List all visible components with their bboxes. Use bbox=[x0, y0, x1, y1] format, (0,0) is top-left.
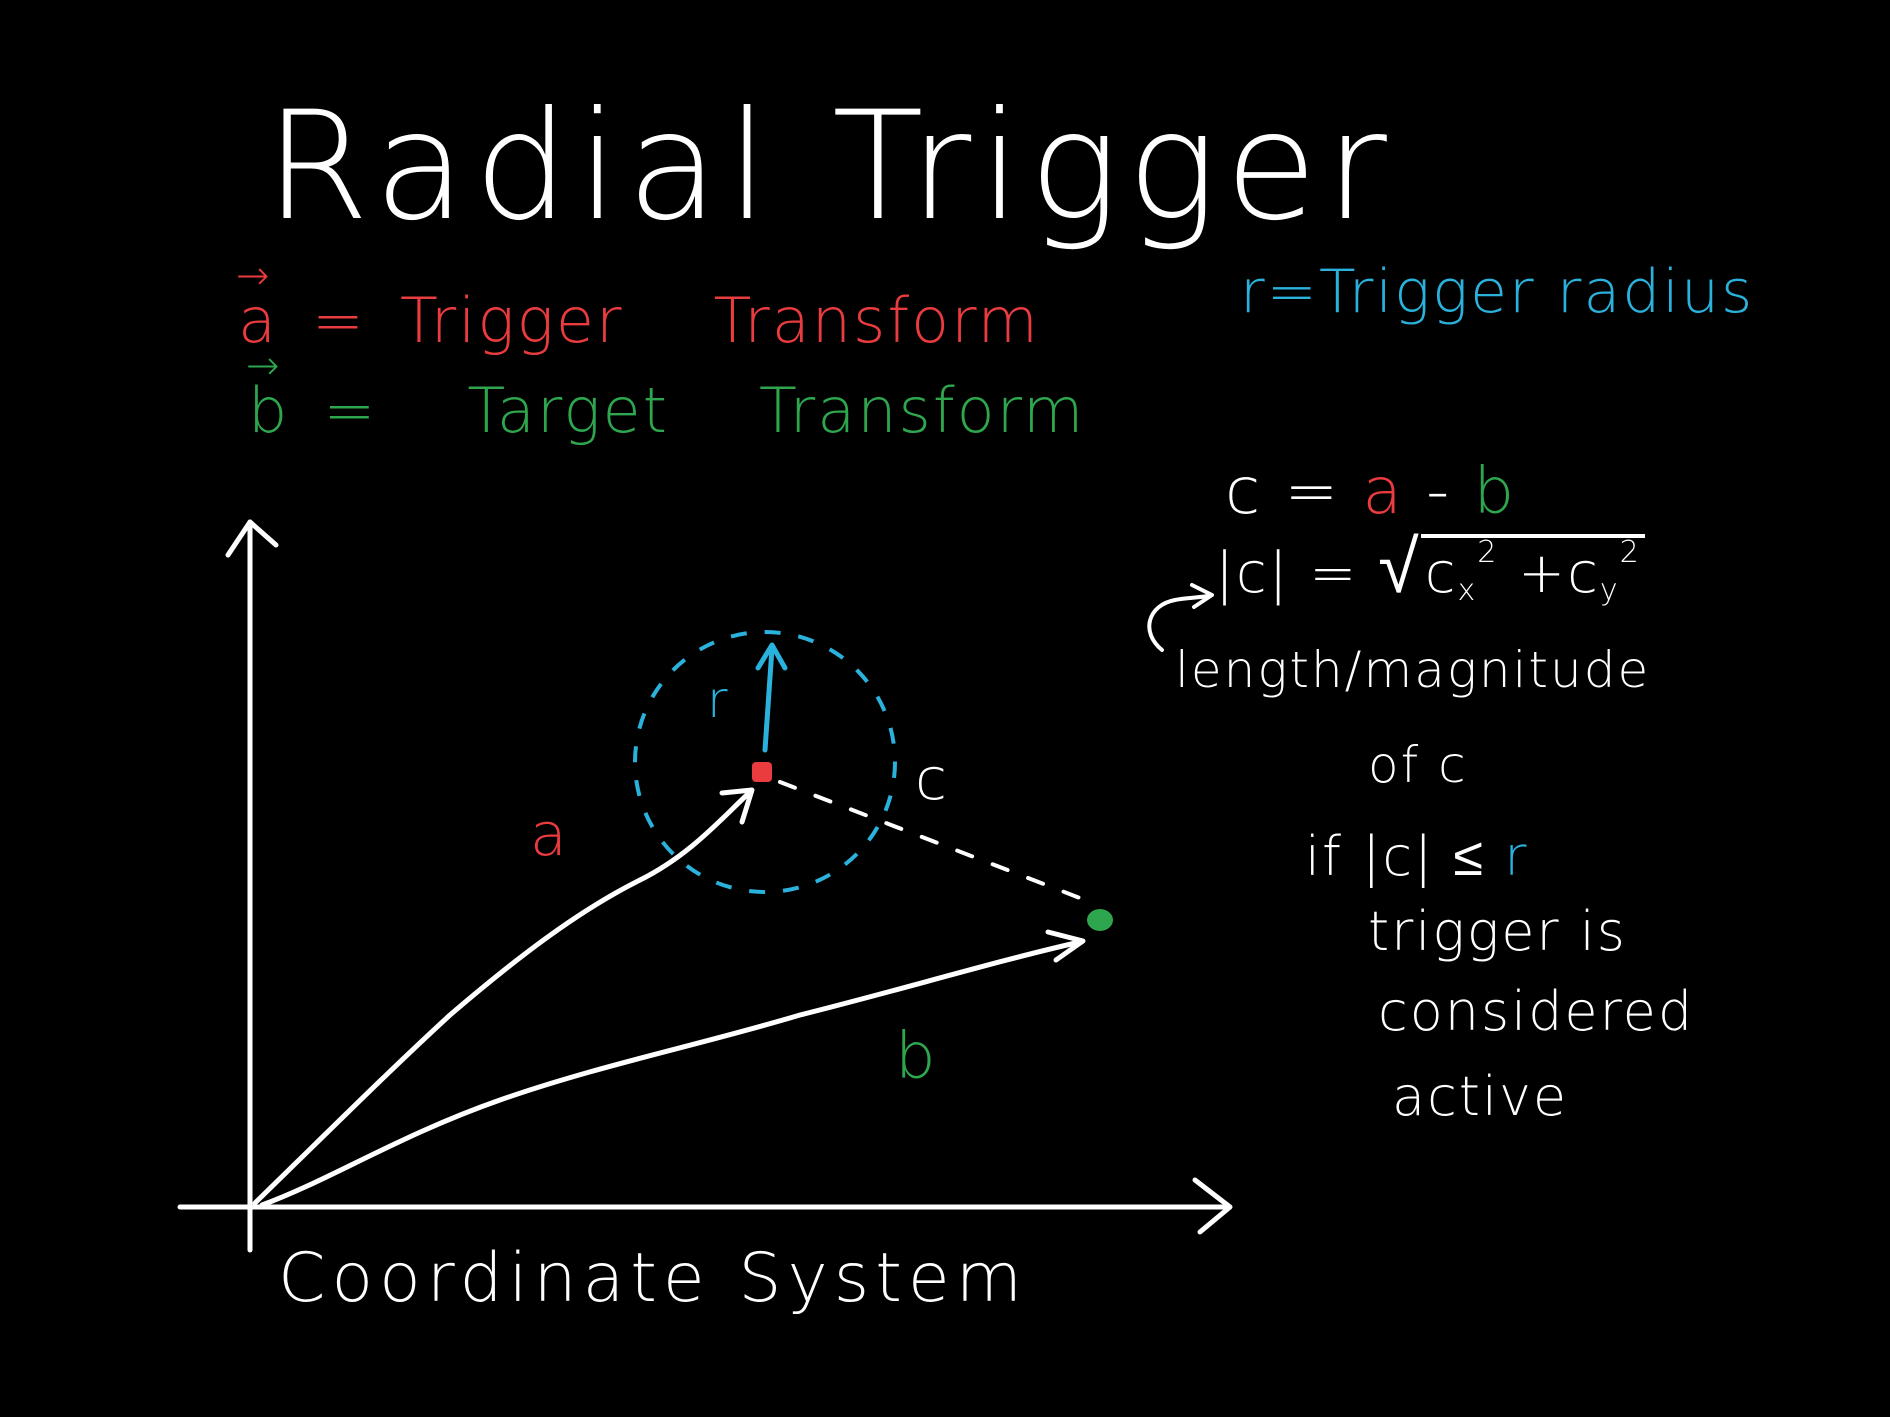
note-of-c: of c bbox=[1368, 736, 1468, 794]
vector-b-line bbox=[259, 939, 1083, 1208]
eq-c-minus: - bbox=[1426, 455, 1452, 529]
equation-c: c = a - b bbox=[1225, 460, 1516, 524]
eq-plus: + bbox=[1518, 541, 1568, 606]
trigger-point bbox=[752, 762, 772, 782]
pointer-arrowhead bbox=[1190, 583, 1214, 609]
eq-c-a: a bbox=[1362, 455, 1404, 529]
coordinate-axes bbox=[177, 519, 1233, 1253]
label-vector-b: b bbox=[895, 1020, 938, 1094]
page-title: Radial Trigger bbox=[265, 80, 1395, 254]
symbol-b-vector: b bbox=[246, 346, 289, 442]
vector-b-arrowhead bbox=[1045, 929, 1086, 963]
pointer-arrow bbox=[1147, 594, 1210, 652]
eq-exp1: 2 bbox=[1477, 535, 1499, 570]
note-trigger-is: trigger is bbox=[1368, 900, 1627, 963]
equation-magnitude: |c| = √cx2 +cy2 bbox=[1215, 530, 1645, 606]
eq-y-sub: y bbox=[1599, 573, 1620, 608]
a-equals: = bbox=[312, 284, 366, 357]
vector-c-dashed bbox=[778, 780, 1087, 902]
vector-a-arrowhead bbox=[719, 787, 755, 825]
target-point bbox=[1087, 909, 1113, 931]
definition-r: r=Trigger radius bbox=[1240, 262, 1754, 322]
eq-x-sub: x bbox=[1457, 573, 1478, 608]
eq-cx: c bbox=[1424, 541, 1458, 606]
eq-c-lhs: c = bbox=[1225, 455, 1341, 529]
label-vector-c: c bbox=[915, 745, 949, 813]
axis-label-coordinate-system: Coordinate System bbox=[278, 1239, 1028, 1318]
symbol-a-vector: a bbox=[236, 256, 278, 352]
eq-cy: c bbox=[1567, 541, 1600, 606]
note-active: active bbox=[1392, 1065, 1569, 1128]
eq-c-b: b bbox=[1473, 455, 1517, 529]
sqrt-radicand: cx2 +cy2 bbox=[1420, 534, 1645, 608]
eq-mag-lhs: |c| = bbox=[1215, 541, 1359, 606]
b-equals: = bbox=[323, 374, 378, 447]
x-axis-arrowhead bbox=[1192, 1177, 1233, 1235]
r-equals: = bbox=[1266, 257, 1319, 327]
b-text-target: Target bbox=[467, 374, 669, 447]
radius-arrowhead bbox=[755, 642, 788, 671]
y-axis-arrowhead bbox=[225, 519, 279, 558]
note-considered: considered bbox=[1378, 980, 1695, 1043]
note-condition-prefix: if |c| ≤ bbox=[1305, 825, 1486, 888]
trigger-radius-circle bbox=[633, 630, 897, 894]
eq-exp2: 2 bbox=[1619, 535, 1641, 570]
r-text: Trigger radius bbox=[1318, 257, 1755, 327]
note-length-magnitude: length/magnitude bbox=[1175, 641, 1651, 699]
b-text-transform: Transform bbox=[758, 374, 1086, 447]
note-condition-r: r bbox=[1504, 825, 1529, 888]
label-radius-r: r bbox=[707, 671, 730, 729]
a-text-transform: Transform bbox=[713, 284, 1040, 357]
a-text-trigger: Trigger bbox=[399, 284, 624, 357]
label-vector-a: a bbox=[530, 800, 569, 870]
sqrt-symbol: √ bbox=[1378, 524, 1421, 610]
note-condition: if |c| ≤ r bbox=[1305, 830, 1528, 884]
radius-arrow bbox=[762, 645, 775, 753]
symbol-r: r bbox=[1240, 257, 1267, 327]
vector-a-line bbox=[252, 789, 753, 1206]
